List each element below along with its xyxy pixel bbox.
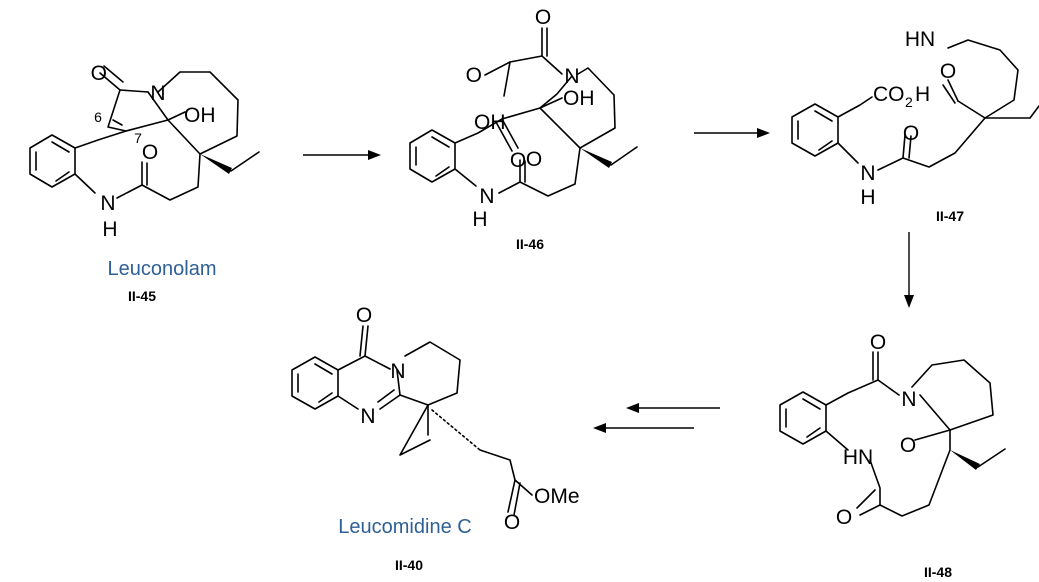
nitrogen-atom: N (860, 162, 875, 185)
structure-ii-47: HN O O CO 2 H N H (791, 28, 1039, 209)
oxygen-atom: O (356, 304, 372, 327)
oxygen-atom: O (535, 6, 551, 29)
nitrogen-atom: N (390, 360, 405, 383)
compound-label-ii-46: II-46 (516, 236, 544, 252)
oxygen-atom: O (870, 331, 886, 354)
compound-name-leucomidine-c: Leucomidine C (338, 516, 471, 538)
oxygen-atom: O (91, 62, 107, 85)
oxygen-atom: O (142, 141, 158, 164)
oxygen-atom: O (504, 511, 520, 534)
compound-label-ii-40: II-40 (395, 557, 423, 573)
nitrogen-atom: N (100, 192, 115, 215)
hydroxyl-label: OH (563, 87, 595, 110)
carboxyl-co: CO (873, 83, 905, 106)
hydrogen-atom: H (860, 186, 875, 209)
reaction-arrow (593, 423, 694, 433)
hydrogen-atom: H (102, 218, 117, 241)
compound-label-ii-47: II-47 (936, 208, 964, 224)
nitrogen-atom: N (150, 82, 165, 105)
methoxy-label: OMe (534, 485, 580, 508)
hydroxyl-label: OH (184, 104, 216, 127)
nitrogen-atom: N (479, 185, 494, 208)
carboxyl-subscript: 2 (905, 94, 913, 110)
structure-ii-48: O N O HN O (779, 331, 1006, 529)
nitrogen-atom: N (564, 65, 579, 88)
structure-leuconolam: O N OH O N H 6 7 (29, 62, 260, 241)
compound-label-ii-45: II-45 (128, 288, 156, 304)
compound-name-leuconolam: Leuconolam (108, 258, 217, 280)
reaction-arrow (626, 403, 720, 413)
reaction-arrow (303, 150, 381, 160)
hydrogen-atom: H (472, 208, 487, 231)
structure-leucomidine-c: O N N O OMe (291, 304, 580, 534)
oxygen-atom: O (510, 149, 526, 172)
reaction-arrow (694, 128, 770, 138)
oxygen-atom: O (903, 122, 919, 145)
nitrogen-atom: N (360, 405, 375, 428)
hn-label: HN (905, 28, 935, 51)
oxygen-atom: O (940, 60, 956, 83)
hn-label: HN (843, 446, 873, 469)
oxygen-atom: O (836, 506, 852, 529)
hydroxyl-label: OH (474, 111, 506, 134)
oxygen-atom: O (466, 64, 482, 87)
locant-7: 7 (134, 130, 142, 146)
oxygen-atom: O (900, 434, 916, 457)
oxygen-atom: O (526, 148, 542, 171)
carboxyl-h: H (915, 83, 930, 106)
structure-ii-46: O O N OH OH O O N H (409, 6, 638, 231)
reaction-arrow (904, 232, 914, 308)
nitrogen-atom: N (901, 388, 916, 411)
locant-6: 6 (94, 109, 102, 125)
compound-label-ii-48: II-48 (924, 564, 952, 580)
